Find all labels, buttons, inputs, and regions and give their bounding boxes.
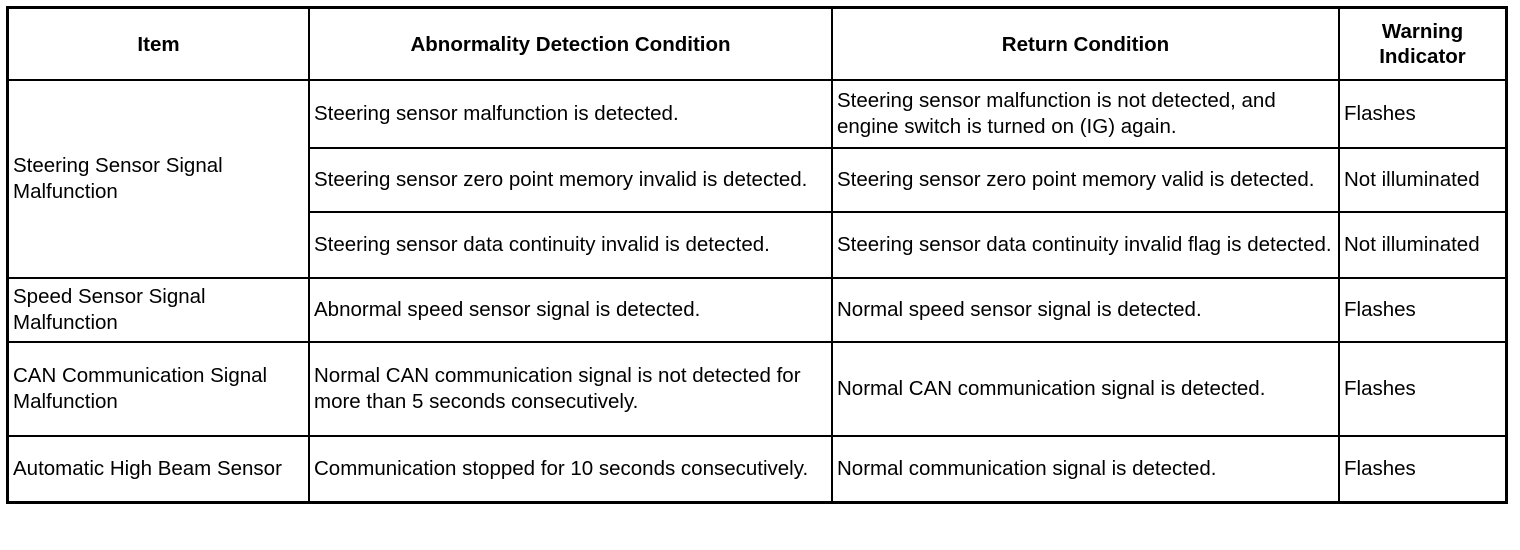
table-row: Steering sensor data continuity invalid … xyxy=(9,211,1505,279)
warning-cell: Flashes xyxy=(1338,277,1505,343)
detection-condition-table: Item Abnormality Detection Condition Ret… xyxy=(9,9,1505,501)
abnormality-cell: Normal CAN communication signal is not d… xyxy=(308,341,833,437)
warning-cell: Not illuminated xyxy=(1338,147,1505,213)
item-cell: Speed Sensor Signal Malfunction xyxy=(9,277,310,343)
header-row: Item Abnormality Detection Condition Ret… xyxy=(9,9,1505,81)
table-row: Speed Sensor Signal Malfunction Abnormal… xyxy=(9,277,1505,343)
return-cell: Steering sensor zero point memory valid … xyxy=(831,147,1340,213)
warning-cell: Flashes xyxy=(1338,435,1505,501)
table-row: CAN Communication Signal Malfunction Nor… xyxy=(9,341,1505,437)
table-row: Steering Sensor Signal Malfunction Steer… xyxy=(9,79,1505,279)
header-item: Item xyxy=(9,9,310,81)
warning-cell: Not illuminated xyxy=(1338,211,1505,279)
table-row: Steering sensor zero point memory invali… xyxy=(9,147,1505,213)
abnormality-cell: Steering sensor malfunction is detected. xyxy=(308,79,833,149)
warning-cell: Flashes xyxy=(1338,79,1505,149)
header-abnormality-detection-condition: Abnormality Detection Condition xyxy=(308,9,833,81)
abnormality-cell: Communication stopped for 10 seconds con… xyxy=(308,435,833,501)
table-row: Automatic High Beam Sensor Communication… xyxy=(9,435,1505,501)
abnormality-cell: Abnormal speed sensor signal is detected… xyxy=(308,277,833,343)
header-warning-indicator: Warning Indicator xyxy=(1338,9,1505,81)
item-cell: Steering Sensor Signal Malfunction xyxy=(9,79,310,279)
return-cell: Steering sensor malfunction is not detec… xyxy=(831,79,1340,149)
item-cell: CAN Communication Signal Malfunction xyxy=(9,341,310,437)
return-cell: Normal speed sensor signal is detected. xyxy=(831,277,1340,343)
header-return-condition: Return Condition xyxy=(831,9,1340,81)
detection-condition-table-frame: Item Abnormality Detection Condition Ret… xyxy=(6,6,1508,504)
abnormality-cell: Steering sensor data continuity invalid … xyxy=(309,211,833,279)
warning-cell: Flashes xyxy=(1338,341,1505,437)
abnormality-cell: Steering sensor zero point memory invali… xyxy=(309,147,833,213)
return-cell: Steering sensor data continuity invalid … xyxy=(831,211,1340,279)
return-cell: Normal CAN communication signal is detec… xyxy=(831,341,1340,437)
return-cell: Normal communication signal is detected. xyxy=(831,435,1340,501)
item-cell: Automatic High Beam Sensor xyxy=(9,435,310,501)
